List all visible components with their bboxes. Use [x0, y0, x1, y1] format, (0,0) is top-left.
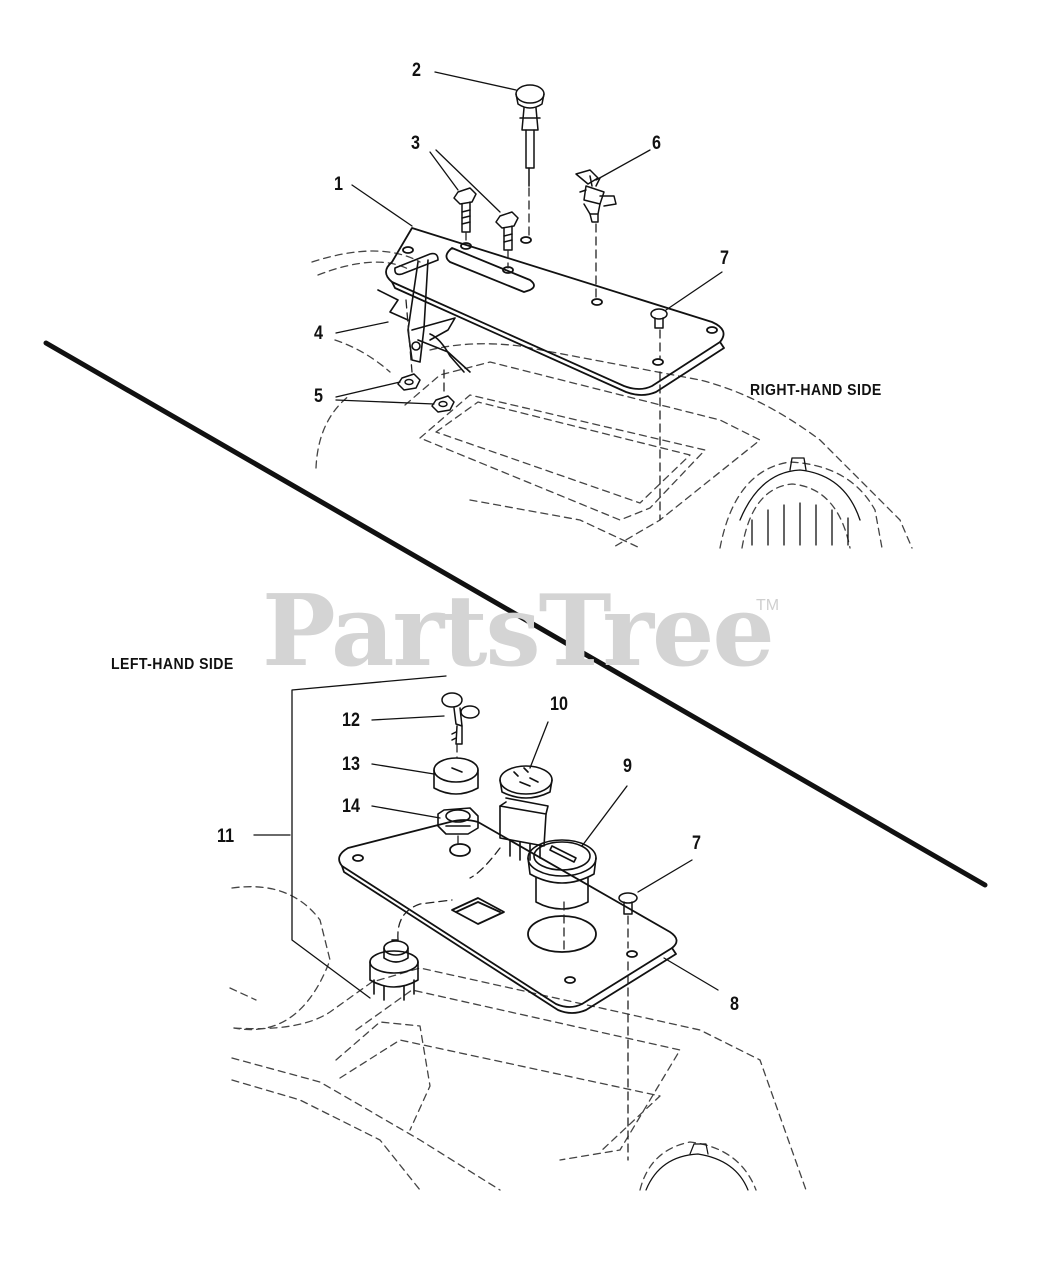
nut-5 — [397, 373, 455, 413]
lh-tire — [645, 1143, 749, 1191]
callout-3: 3 — [411, 133, 420, 154]
callout-6: 6 — [652, 133, 661, 154]
callout-4: 4 — [314, 323, 323, 344]
screw-7-bottom — [618, 892, 638, 915]
rh-assembly-lines — [405, 187, 661, 521]
callout-2: 2 — [412, 60, 421, 81]
fuel-valve — [575, 169, 617, 223]
choke-knob — [515, 84, 545, 187]
callout-8: 8 — [730, 994, 739, 1015]
lh-bracket — [253, 675, 447, 999]
callout-7-top: 7 — [720, 248, 729, 269]
callout-10: 10 — [550, 694, 568, 715]
parts-tree-watermark: PartsTree — [262, 574, 775, 689]
callout-14: 14 — [342, 796, 360, 817]
callout-1: 1 — [334, 174, 343, 195]
lh-tractor-outline — [229, 886, 807, 1191]
lh-control-panel — [338, 819, 678, 1014]
callout-13: 13 — [342, 754, 360, 775]
rh-leader-lines — [335, 71, 723, 405]
lh-leader-lines — [371, 715, 719, 991]
left-hand-side-label: LEFT-HAND SIDE — [111, 656, 234, 673]
callout-5: 5 — [314, 386, 323, 407]
ignition-key — [441, 692, 480, 745]
pto-knob — [527, 839, 597, 910]
switch-cap — [433, 757, 479, 795]
ignition-switch-assembled — [369, 939, 419, 1001]
callout-9: 9 — [623, 756, 632, 777]
screw-7-top — [650, 308, 668, 329]
trademark-mark: TM — [756, 597, 780, 614]
callout-7-bottom: 7 — [692, 833, 701, 854]
right-hand-side-label: RIGHT-HAND SIDE — [750, 382, 882, 399]
callout-12: 12 — [342, 710, 360, 731]
rocker-switch — [499, 765, 553, 861]
rh-control-panel — [385, 227, 725, 396]
bolt-3 — [453, 187, 519, 251]
callout-11: 11 — [217, 826, 235, 847]
lh-assembly-lines — [397, 743, 629, 1161]
throttle-lever — [377, 252, 471, 373]
rh-tire — [739, 457, 861, 546]
divider-line — [43, 340, 988, 888]
